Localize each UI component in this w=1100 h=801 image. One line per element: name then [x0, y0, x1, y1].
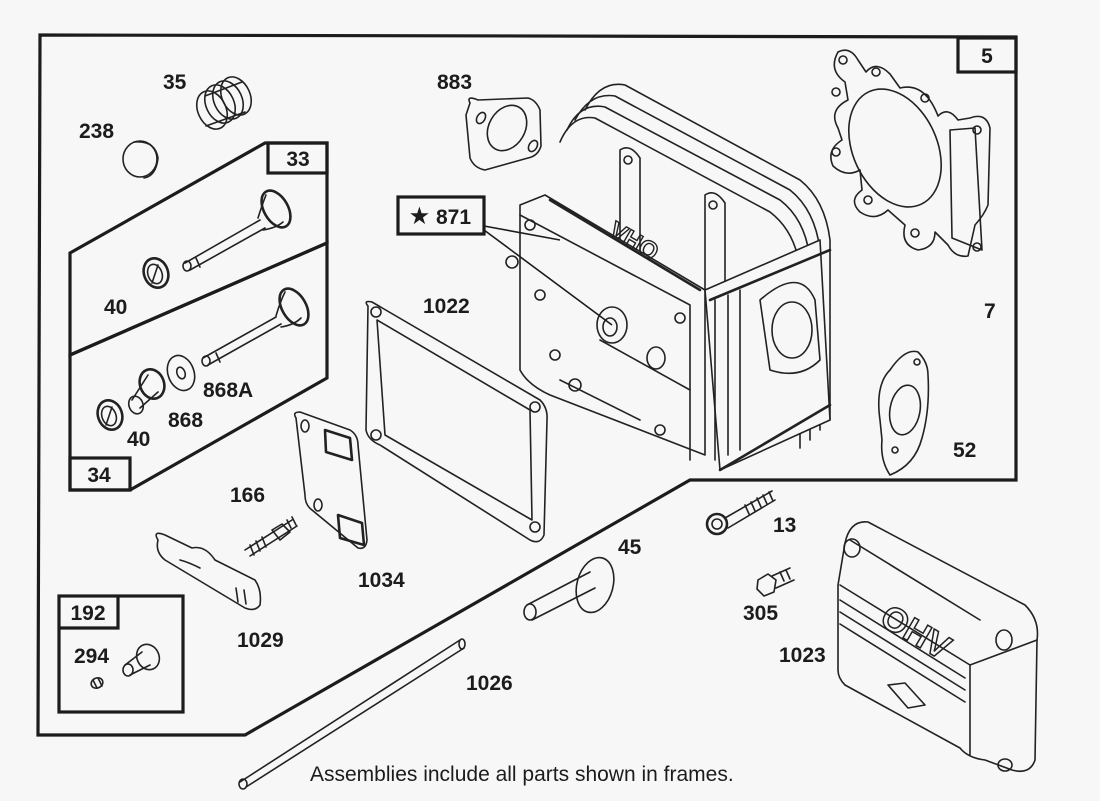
frame-192: 192	[57, 594, 185, 714]
callout-40-upper: 40	[104, 296, 127, 319]
part-305-screw	[756, 567, 795, 597]
callout-871-label: 871	[436, 206, 471, 229]
part-238-valve-cap	[122, 140, 159, 179]
part-1034-breather-plate	[293, 411, 368, 550]
part-1023-valve-cover: OHV	[837, 521, 1039, 773]
callout-1022: 1022	[423, 295, 470, 318]
part-exhaust-valve	[201, 287, 310, 367]
part-45-guide-plate	[523, 556, 615, 621]
frame-label-34: 34	[87, 464, 111, 487]
part-868-valve-seal	[127, 368, 166, 415]
callout-1034: 1034	[358, 569, 405, 592]
callout-45: 45	[618, 536, 642, 559]
callout-13: 13	[773, 514, 796, 537]
part-cylinder-head: OHV	[505, 83, 832, 472]
part-1029-rocker-arm	[155, 532, 262, 611]
callout-238: 238	[79, 120, 114, 143]
callout-868a: 868A	[203, 379, 253, 402]
frame-5: 5	[36, 33, 1018, 737]
frame-34: 34	[68, 240, 329, 492]
part-35-valve-spring	[195, 76, 253, 130]
callout-294: 294	[74, 645, 109, 668]
callout-166: 166	[230, 484, 265, 507]
callout-305: 305	[743, 602, 778, 625]
callout-868: 868	[168, 409, 203, 432]
part-40-retainer-lower	[96, 399, 124, 431]
callout-7: 7	[984, 300, 996, 323]
callout-52: 52	[953, 439, 976, 462]
frame-33: 33	[68, 141, 329, 358]
part-1022-rocker-cover-gasket	[365, 300, 548, 543]
frame-label-5: 5	[981, 45, 993, 68]
callout-1026: 1026	[466, 672, 513, 695]
callout-1023: 1023	[779, 644, 826, 667]
callout-40-lower: 40	[127, 428, 150, 451]
part-883-gasket	[465, 97, 542, 171]
callout-871-star: ★	[410, 205, 429, 228]
part-13-bolt	[705, 490, 776, 536]
footnote: Assemblies include all parts shown in fr…	[310, 763, 734, 786]
callout-883: 883	[437, 71, 472, 94]
callout-35: 35	[163, 71, 187, 94]
frame-label-33: 33	[286, 148, 309, 171]
part-intake-valve	[182, 189, 292, 272]
part-52-intake-gasket	[877, 350, 930, 476]
part-868a-washer	[166, 354, 196, 392]
part-166-stud	[244, 516, 298, 557]
part-1026-push-rod	[238, 638, 466, 790]
part-7-head-gasket	[830, 49, 991, 258]
part-294-adjuster	[90, 643, 161, 689]
callout-1029: 1029	[237, 629, 284, 652]
part-40-retainer-upper	[142, 257, 170, 289]
frame-label-192: 192	[70, 602, 105, 625]
callout-871: ★ 871	[396, 195, 613, 326]
callout-labels: 35 238 883 7 52 40 40 868 868A 1022 166 …	[74, 71, 996, 695]
